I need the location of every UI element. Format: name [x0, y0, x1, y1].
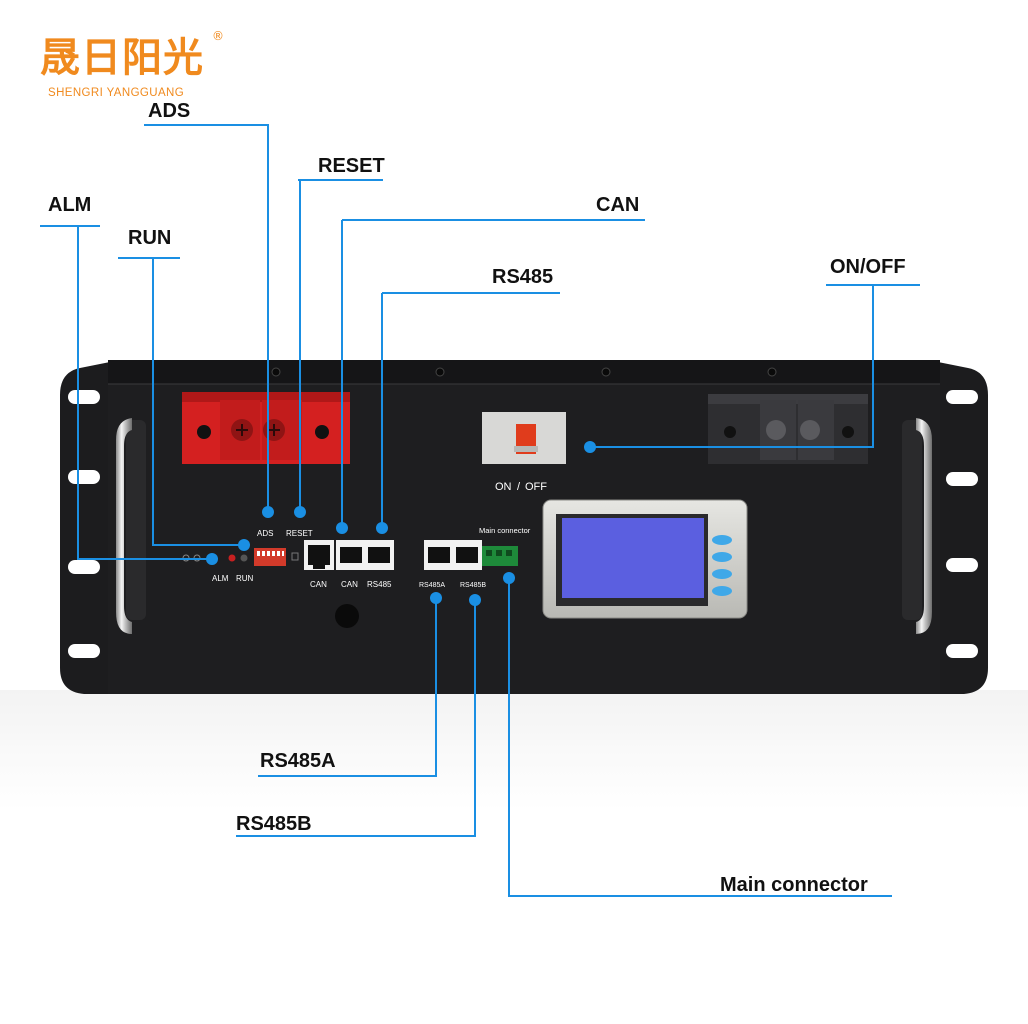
rs485a-port[interactable]	[424, 540, 454, 570]
callout-run: RUN	[128, 227, 172, 249]
rs485b-port[interactable]	[452, 540, 482, 570]
panel-label-can-1: CAN	[310, 580, 327, 589]
ads-dip-switch[interactable]	[254, 548, 286, 566]
rack-ear-slots	[68, 390, 978, 658]
floor-shadow	[0, 690, 1028, 810]
panel-label-reset: RESET	[286, 529, 313, 538]
callout-alm: ALM	[48, 194, 92, 216]
callout-reset: RESET	[318, 155, 385, 177]
lcd-screen	[562, 518, 704, 598]
negative-terminal	[708, 394, 868, 464]
switch-off-label: OFF	[525, 481, 547, 493]
registered-mark: ®	[212, 29, 224, 43]
panel-label-can-2: CAN	[341, 580, 358, 589]
positive-terminal	[182, 392, 350, 464]
lcd-display-module	[542, 499, 748, 619]
callout-rs485: RS485	[492, 266, 554, 288]
panel-label-main-connector: Main connector	[479, 526, 531, 535]
main-connector-terminal[interactable]	[482, 546, 518, 566]
panel-screws	[271, 367, 777, 377]
callout-can: CAN	[596, 194, 640, 216]
panel-top-lip	[108, 360, 940, 384]
panel-label-rs485b: RS485B	[460, 582, 486, 589]
panel-label-rs485a: RS485A	[419, 582, 445, 589]
left-handle	[116, 418, 146, 634]
lcd-button-2	[712, 552, 732, 562]
panel-label-rs485: RS485	[367, 580, 392, 589]
reset-button[interactable]	[291, 552, 299, 561]
panel-label-alm: ALM	[212, 574, 229, 583]
right-rack-ear	[938, 362, 988, 694]
switch-on-label: ON	[495, 481, 512, 493]
callout-on-off: ON/OFF	[830, 256, 906, 278]
power-breaker-switch[interactable]	[482, 412, 566, 464]
lcd-button-4	[712, 586, 732, 596]
switch-slash: /	[517, 481, 521, 493]
callout-ads: ADS	[148, 100, 191, 122]
leader-lines	[40, 124, 920, 897]
lcd-button-1	[712, 535, 732, 545]
round-port	[335, 604, 359, 628]
can-port-1[interactable]	[304, 540, 334, 570]
lcd-button-3	[712, 569, 732, 579]
leader-dots	[206, 441, 596, 606]
callout-rs485b: RS485B	[236, 813, 312, 835]
brand-logo-chinese: 晟日阳光	[40, 35, 204, 81]
panel-label-ads: ADS	[257, 529, 273, 538]
left-rack-ear	[60, 362, 110, 694]
right-handle	[902, 418, 932, 634]
can-port-2[interactable]	[336, 540, 366, 570]
rs485-port[interactable]	[364, 540, 394, 570]
callout-main-connector: Main connector	[720, 874, 868, 896]
panel-label-run: RUN	[236, 574, 254, 583]
callout-rs485a: RS485A	[260, 750, 336, 772]
brand-logo-english: SHENGRI YANGGUANG	[48, 87, 185, 99]
